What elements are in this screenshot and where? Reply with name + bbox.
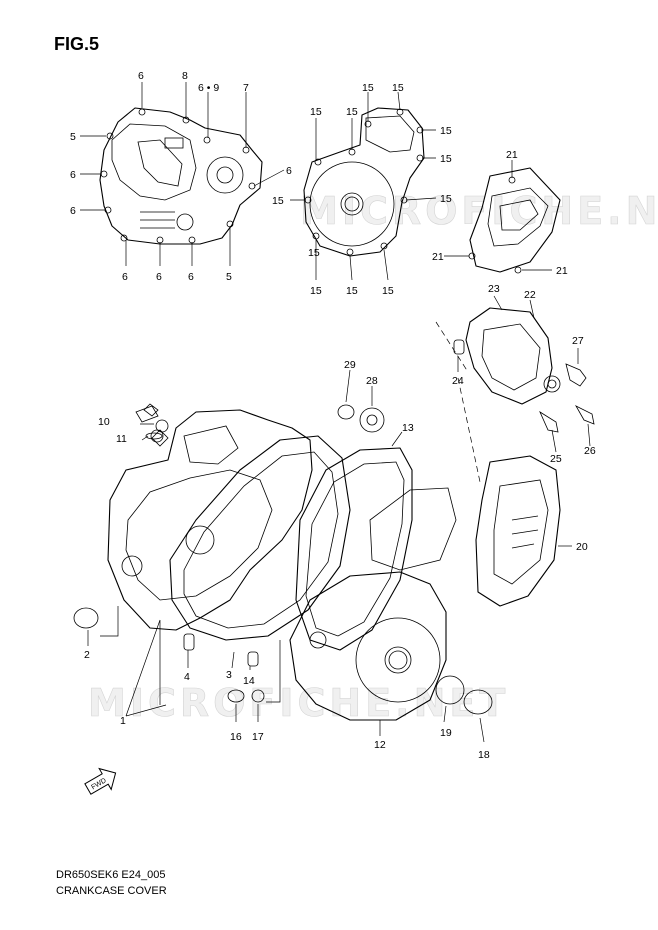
callout: 5 xyxy=(226,271,232,283)
callout: 6 xyxy=(70,169,76,181)
callout: 6 xyxy=(122,271,128,283)
callout: 10 xyxy=(98,416,110,428)
sprocket-guard xyxy=(475,455,561,607)
callout: 5 xyxy=(70,131,76,143)
callout: 21 xyxy=(432,251,444,263)
crankcase xyxy=(107,403,313,631)
callout: 18 xyxy=(478,749,490,761)
callout: 21 xyxy=(556,265,568,277)
callout: 23 xyxy=(488,283,500,295)
clutch-cover-upper xyxy=(99,107,263,245)
callout: 25 xyxy=(550,453,562,465)
callout: 11 xyxy=(116,433,127,445)
callout: 15 xyxy=(310,106,322,118)
callout: 15 xyxy=(308,247,320,259)
callout: 3 xyxy=(226,669,232,681)
callout: 17 xyxy=(252,731,264,743)
figure-caption: CRANKCASE COVER xyxy=(56,885,167,897)
callout: 15 xyxy=(346,285,358,297)
callout: 15 xyxy=(362,82,374,94)
callout: 15 xyxy=(440,153,452,165)
callout: 15 xyxy=(440,193,452,205)
callout: 15 xyxy=(272,195,284,207)
callout: 4 xyxy=(184,671,190,683)
small-parts xyxy=(73,404,493,715)
callout: 1 xyxy=(120,715,126,727)
fwd-arrow-icon: FWD xyxy=(84,767,117,795)
callout: 28 xyxy=(366,375,378,387)
callout: 2 xyxy=(84,649,90,661)
callout: 13 xyxy=(402,422,414,434)
model-code: DR650SEK6 E24_005 xyxy=(56,869,166,881)
callout: 15 xyxy=(310,285,322,297)
callout: 6 • 9 xyxy=(198,82,219,94)
magneto-cover-gasket xyxy=(295,447,413,651)
magneto-cover xyxy=(289,487,457,721)
callout: 8 xyxy=(182,70,188,82)
callout: 21 xyxy=(506,149,518,161)
callout: 15 xyxy=(346,106,358,118)
callout: 15 xyxy=(440,125,452,137)
callout: 16 xyxy=(230,731,242,743)
callout-labels: 6 8 6 • 9 7 5 6 6 6 6 6 6 5 15 15 15 15 … xyxy=(70,70,596,761)
callout: 6 xyxy=(156,271,162,283)
callout: 14 xyxy=(243,675,255,687)
magneto-cover-upper xyxy=(303,107,425,257)
callout: 15 xyxy=(382,285,394,297)
callout: 26 xyxy=(584,445,596,457)
callout: 20 xyxy=(576,541,588,553)
callout: 7 xyxy=(243,82,249,94)
callout: 24 xyxy=(452,375,464,387)
sprocket-cover-assembly xyxy=(453,307,595,433)
callout: 6 xyxy=(70,205,76,217)
callout: 12 xyxy=(374,739,386,751)
callout: 6 xyxy=(138,70,144,82)
callout: 22 xyxy=(524,289,536,301)
callout: 15 xyxy=(392,82,404,94)
figure-title: FIG.5 xyxy=(54,34,100,54)
sprocket-cover-upper xyxy=(468,167,561,274)
crankcase-gasket xyxy=(169,435,351,641)
callout: 29 xyxy=(344,359,356,371)
callout: 6 xyxy=(188,271,194,283)
callout: 19 xyxy=(440,727,452,739)
callout: 27 xyxy=(572,335,584,347)
callout: 6 xyxy=(286,165,292,177)
watermark-bottom: MICROFICHE.NET xyxy=(88,681,509,725)
